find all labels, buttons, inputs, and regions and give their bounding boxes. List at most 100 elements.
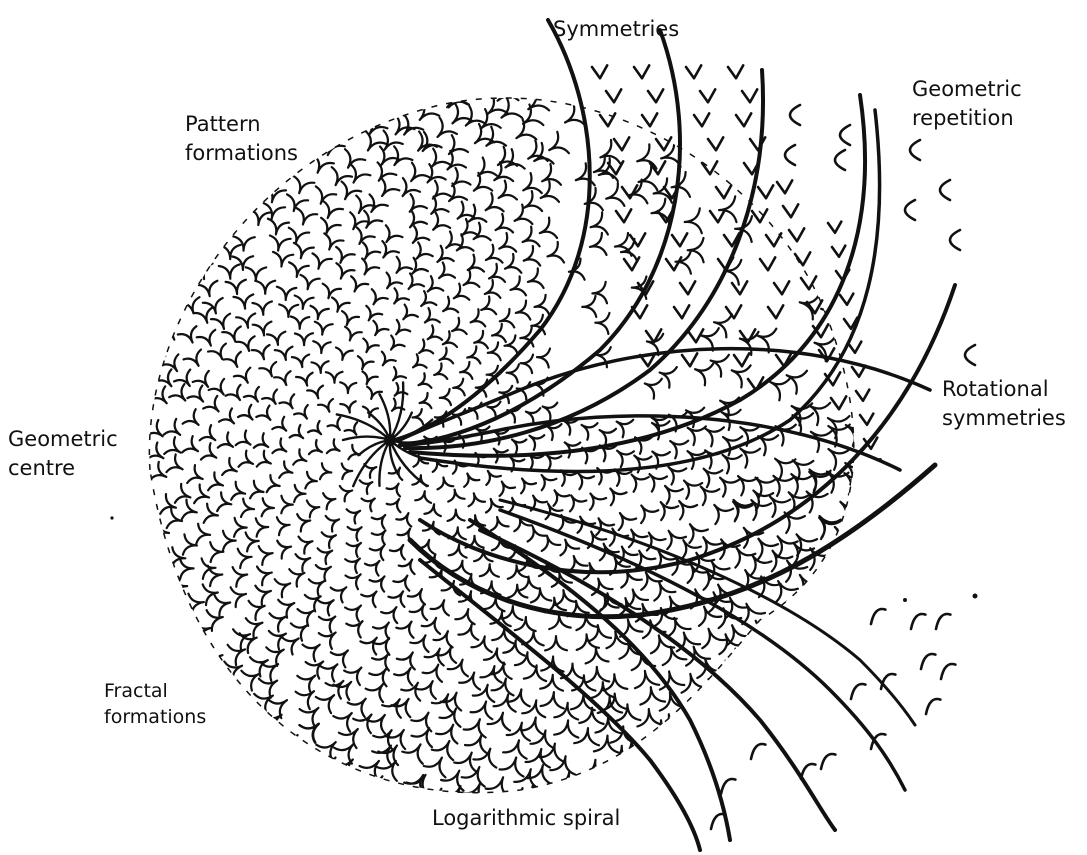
seed-scale bbox=[142, 119, 168, 136]
label-line: Pattern bbox=[185, 110, 298, 139]
seed-scale bbox=[16, 289, 37, 309]
seed-scale bbox=[222, 205, 244, 220]
seed-scale bbox=[22, 217, 46, 237]
seed-scale bbox=[35, 673, 53, 699]
seed-scale bbox=[262, 390, 277, 404]
seed-scale bbox=[637, 709, 662, 726]
v-mark bbox=[795, 252, 810, 265]
seed-scale bbox=[391, 699, 410, 717]
seed-scale bbox=[106, 309, 126, 327]
seed-scale bbox=[348, 527, 362, 541]
seed-scale bbox=[695, 364, 713, 385]
seed-scale bbox=[211, 830, 233, 852]
seed-scale bbox=[29, 303, 50, 323]
seed-scale bbox=[2, 687, 21, 714]
seed-scale bbox=[486, 471, 501, 485]
seed-scale bbox=[361, 68, 383, 89]
seed-scale bbox=[183, 409, 199, 425]
seed-scale bbox=[529, 56, 551, 77]
seed-scale bbox=[645, 379, 662, 399]
label-line: formations bbox=[104, 704, 206, 730]
seed-scale bbox=[160, 560, 174, 581]
seed-scale bbox=[57, 519, 75, 541]
seed-scale bbox=[139, 292, 159, 309]
seed-scale bbox=[309, 440, 322, 454]
seed-scale bbox=[149, 339, 167, 356]
seed-scale bbox=[50, 186, 75, 206]
seed-scale bbox=[710, 714, 736, 734]
seed-scale bbox=[266, 647, 284, 666]
seed-scale bbox=[19, 626, 36, 652]
seed-scale bbox=[46, 308, 66, 328]
label-fractal-formations: Fractal formations bbox=[104, 678, 206, 730]
seed-scale bbox=[272, 438, 286, 453]
seed-scale bbox=[590, 233, 607, 255]
seed-scale bbox=[12, 349, 32, 369]
v-mark bbox=[728, 65, 743, 78]
seed-scale bbox=[297, 208, 318, 224]
seed-scale bbox=[560, 540, 579, 556]
seed-scale bbox=[729, 649, 753, 669]
seed-scale bbox=[339, 729, 358, 748]
seed-scale bbox=[387, 499, 401, 512]
seed-scale bbox=[414, 68, 434, 89]
seed-scale bbox=[413, 409, 424, 424]
seed-scale bbox=[277, 287, 297, 300]
seed-scale bbox=[45, 573, 63, 597]
seed-scale bbox=[530, 435, 545, 450]
v-mark bbox=[622, 185, 637, 198]
seed-scale bbox=[434, 631, 453, 647]
seed-scale bbox=[535, 295, 550, 315]
seed-scale bbox=[137, 481, 154, 501]
seed-scale bbox=[46, 361, 65, 380]
seed-scale bbox=[85, 276, 106, 295]
seed-scale bbox=[617, 420, 634, 438]
seed-scale bbox=[241, 671, 259, 691]
seed-scale bbox=[448, 490, 464, 502]
seed-scale bbox=[21, 683, 39, 710]
seed-scale bbox=[219, 408, 234, 423]
seed-scale bbox=[436, 6, 458, 28]
seed-scale bbox=[259, 362, 276, 376]
seed-scale bbox=[492, 324, 506, 342]
seed-scale bbox=[85, 178, 110, 197]
seed-scale bbox=[95, 129, 121, 147]
seed-scale bbox=[62, 176, 87, 195]
seed-scale bbox=[384, 822, 406, 844]
seed-scale bbox=[394, 36, 415, 58]
seed-scale bbox=[219, 245, 241, 259]
seed-scale bbox=[218, 432, 233, 447]
seed-scale bbox=[515, 652, 537, 667]
seed-scale bbox=[146, 420, 163, 436]
seed-scale bbox=[37, 130, 64, 150]
label-line: formations bbox=[185, 139, 298, 168]
seed-scale bbox=[166, 758, 187, 781]
seed-scale bbox=[274, 371, 290, 385]
seed-scale bbox=[8, 307, 29, 327]
seed-scale bbox=[75, 669, 93, 694]
seed-scale bbox=[18, 251, 41, 271]
seed-scale bbox=[111, 405, 129, 422]
seed-scale bbox=[130, 452, 147, 470]
label-pattern-formations: Pattern formations bbox=[185, 110, 298, 168]
seed-scale bbox=[266, 732, 286, 751]
seed-scale bbox=[366, 684, 383, 702]
seed-scale bbox=[541, 181, 559, 202]
v-mark bbox=[783, 204, 798, 217]
seed-scale bbox=[58, 286, 79, 305]
seed-scale bbox=[233, 567, 248, 587]
seed-scale bbox=[197, 182, 220, 198]
seed-scale bbox=[554, 490, 570, 506]
seed-scale bbox=[492, 679, 514, 696]
seed-scale bbox=[255, 281, 275, 294]
seed-scale bbox=[239, 789, 260, 810]
seed-scale bbox=[540, 218, 557, 238]
seed-scale bbox=[327, 439, 340, 453]
seed-scale bbox=[294, 485, 305, 502]
seed-scale bbox=[130, 228, 153, 245]
seed-scale bbox=[0, 615, 8, 641]
seed-scale bbox=[103, 737, 123, 762]
seed-scale bbox=[204, 504, 218, 523]
seed-scale bbox=[197, 330, 216, 346]
